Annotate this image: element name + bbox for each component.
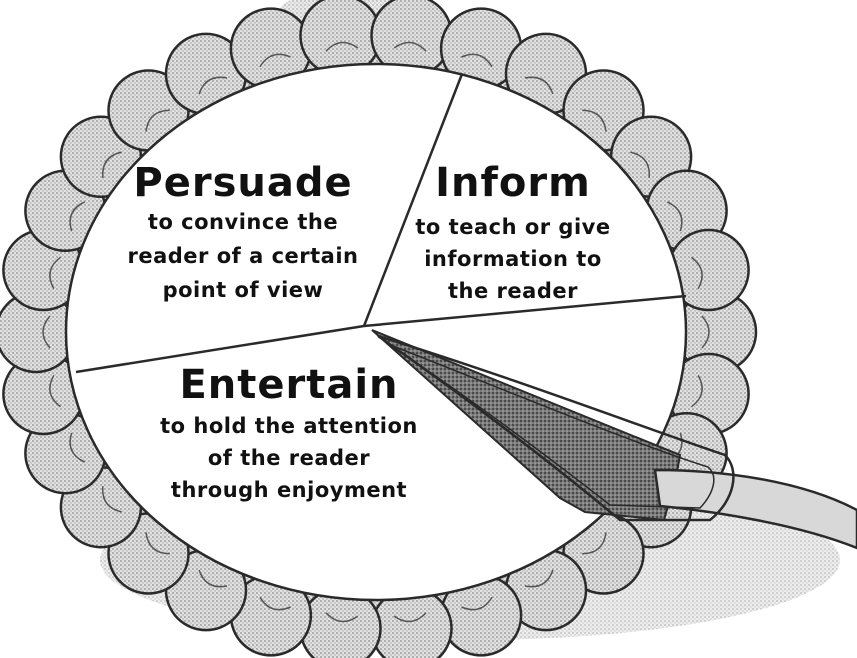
crust-curl (259, 53, 291, 68)
divider-persuade-entertain (75, 324, 365, 374)
divider-persuade-inform (362, 73, 464, 327)
crust-curl (524, 76, 554, 95)
crust-curl (325, 612, 359, 623)
crust-curl (69, 432, 86, 463)
inform-line-1: to teach or give (415, 215, 610, 239)
crust-curl (325, 41, 359, 52)
crust-curl (461, 53, 493, 68)
crust-curl (69, 201, 86, 232)
crust-curl (393, 612, 427, 623)
crust-curl (666, 201, 683, 232)
crust-curl (102, 151, 122, 179)
server-handle (653, 468, 857, 550)
inform-title: Inform (435, 160, 591, 206)
crust-curl (461, 596, 493, 611)
section-entertain: Entertain to hold the attention of the r… (160, 362, 418, 502)
persuade-line-2: reader of a certain (128, 244, 359, 268)
entertain-line-1: to hold the attention (160, 414, 418, 438)
crust-curl (145, 532, 170, 555)
entertain-line-3: through enjoyment (171, 478, 407, 502)
crust-curl (691, 256, 703, 289)
crust-curl (582, 532, 607, 555)
server-blade-inner (387, 343, 715, 509)
crust-curl (393, 41, 427, 52)
crust-curl (630, 151, 650, 179)
crust-curl (49, 256, 61, 289)
persuade-line-1: to convince the (148, 210, 338, 234)
entertain-title: Entertain (179, 362, 398, 408)
crust-curl (582, 109, 607, 132)
crust-curl (691, 375, 703, 408)
persuade-line-3: point of view (163, 278, 324, 302)
crust-curl (198, 569, 228, 588)
crust-curl (259, 596, 291, 611)
server-blade (377, 334, 735, 522)
crust-curl (102, 485, 122, 513)
inform-line-2: information to (424, 247, 602, 271)
crust-curl (49, 375, 61, 408)
inform-line-3: the reader (448, 279, 578, 303)
crust-curl (145, 109, 170, 132)
crust-curl (701, 315, 710, 349)
pie-server (377, 334, 857, 550)
section-persuade: Persuade to convince the reader of a cer… (128, 160, 359, 302)
crust-curl (198, 76, 228, 95)
persuade-title: Persuade (133, 160, 352, 206)
entertain-line-2: of the reader (208, 446, 370, 470)
crust-curl (42, 315, 51, 349)
divider-inform-cut (363, 294, 687, 328)
section-inform: Inform to teach or give information to t… (415, 160, 610, 303)
crust-curl (524, 569, 554, 588)
